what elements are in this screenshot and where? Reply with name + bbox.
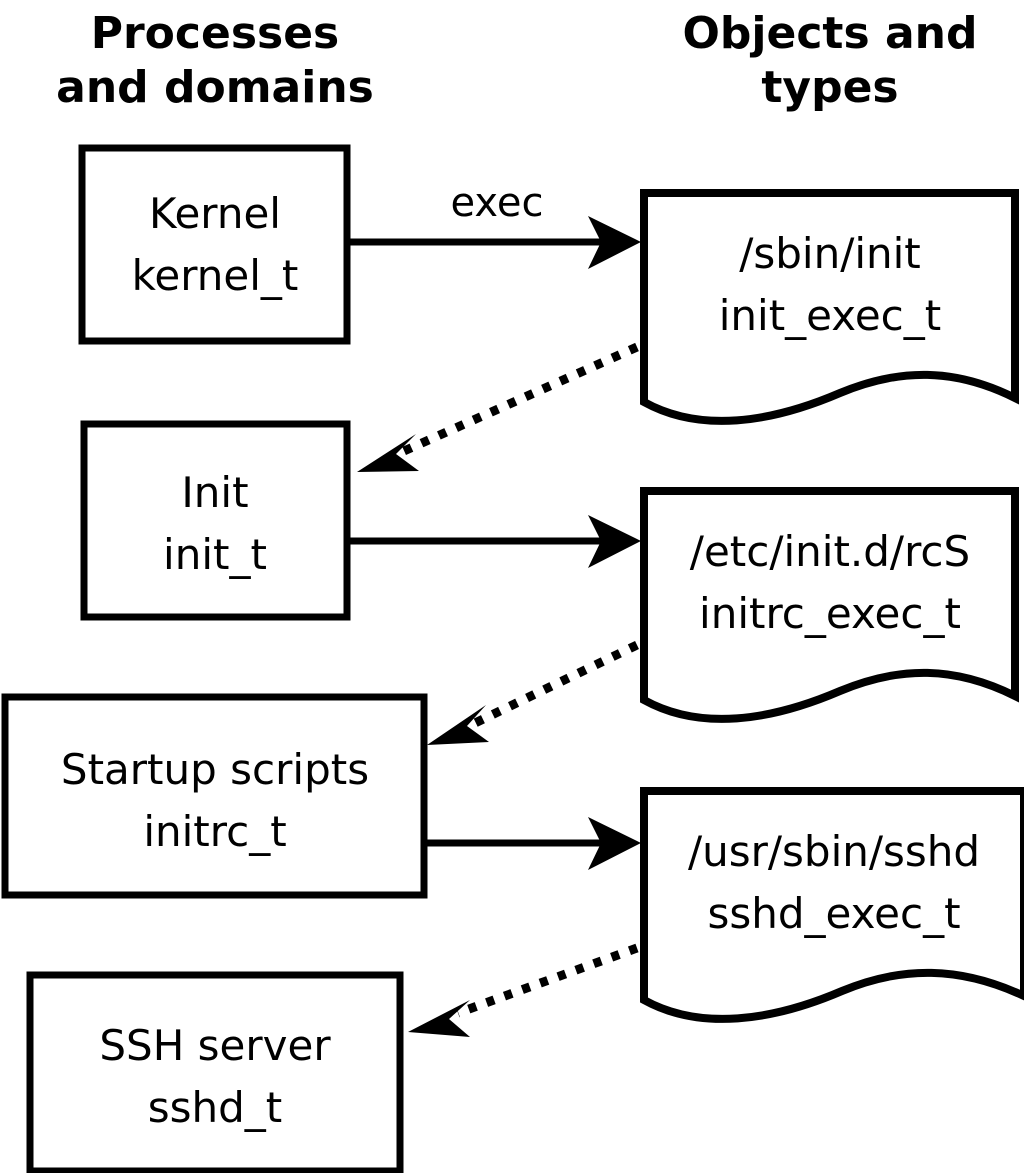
column-heading-processes: Processes and domains	[56, 8, 374, 113]
node-sshd-exec-document[interactable]	[640, 787, 1024, 1023]
node-ssh-server-box[interactable]	[26, 971, 404, 1173]
arrowhead-initrc-exec-to-initrc	[427, 705, 489, 745]
node-initrc-exec-line1: /etc/init.d/rcS	[690, 527, 970, 576]
node-init-exec[interactable]: /sbin/init init_exec_t	[640, 189, 1019, 425]
edge-initrc-exec-transition-initrc	[427, 640, 639, 745]
edge-sshd-exec-transition-sshd	[408, 943, 639, 1037]
edge-init-exec-initrc-exec	[350, 515, 641, 568]
edge-kernel-exec-init-exec: exec	[350, 180, 641, 269]
arrowhead-sshd-exec-to-sshd	[408, 1000, 470, 1037]
node-startup-scripts[interactable]: Startup scripts initrc_t	[1, 693, 428, 899]
heading-objects-line2: types	[761, 62, 898, 113]
heading-objects-line1: Objects and	[683, 8, 978, 59]
edge-init-exec-transition-init	[357, 342, 639, 472]
node-kernel-box[interactable]	[78, 144, 351, 345]
arrowhead-kernel-to-init-exec	[588, 216, 641, 269]
node-init-exec-line1: /sbin/init	[739, 229, 921, 278]
heading-processes-line1: Processes	[91, 8, 340, 59]
node-init-line1: Init	[181, 468, 248, 517]
node-startup-scripts-line2: initrc_t	[143, 807, 286, 856]
node-ssh-server[interactable]: SSH server sshd_t	[26, 971, 404, 1173]
node-init-line2: init_t	[163, 530, 267, 579]
arrowhead-initrc-to-sshd-exec	[588, 817, 641, 870]
column-heading-objects: Objects and types	[683, 8, 978, 113]
node-init-exec-document[interactable]	[640, 189, 1019, 425]
node-kernel[interactable]: Kernel kernel_t	[78, 144, 351, 345]
arrowhead-init-exec-to-init	[357, 434, 419, 472]
node-initrc-exec[interactable]: /etc/init.d/rcS initrc_exec_t	[640, 487, 1019, 723]
edge-line-init-exec-to-init	[402, 342, 639, 456]
node-ssh-server-line1: SSH server	[99, 1021, 331, 1070]
node-startup-scripts-line1: Startup scripts	[61, 745, 369, 794]
node-sshd-exec-line1: /usr/sbin/sshd	[688, 827, 980, 876]
node-initrc-exec-line2: initrc_exec_t	[699, 589, 961, 638]
node-init-exec-line2: init_exec_t	[719, 291, 942, 340]
heading-processes-line2: and domains	[56, 62, 374, 113]
node-kernel-line1: Kernel	[149, 189, 281, 238]
arrowhead-init-to-initrc-exec	[588, 515, 641, 568]
node-ssh-server-line2: sshd_t	[148, 1083, 283, 1132]
edge-label-exec: exec	[451, 180, 544, 226]
node-sshd-exec[interactable]: /usr/sbin/sshd sshd_exec_t	[640, 787, 1024, 1023]
node-sshd-exec-line2: sshd_exec_t	[707, 889, 960, 938]
edge-line-initrc-exec-to-initrc	[473, 640, 639, 728]
node-initrc-exec-document[interactable]	[640, 487, 1019, 723]
node-init-box[interactable]	[80, 420, 351, 621]
node-kernel-line2: kernel_t	[132, 251, 299, 300]
edge-initrc-exec-sshd-exec	[427, 817, 641, 870]
node-startup-scripts-box[interactable]	[1, 693, 428, 899]
edge-line-sshd-exec-to-sshd	[456, 943, 639, 1018]
node-init[interactable]: Init init_t	[80, 420, 351, 621]
